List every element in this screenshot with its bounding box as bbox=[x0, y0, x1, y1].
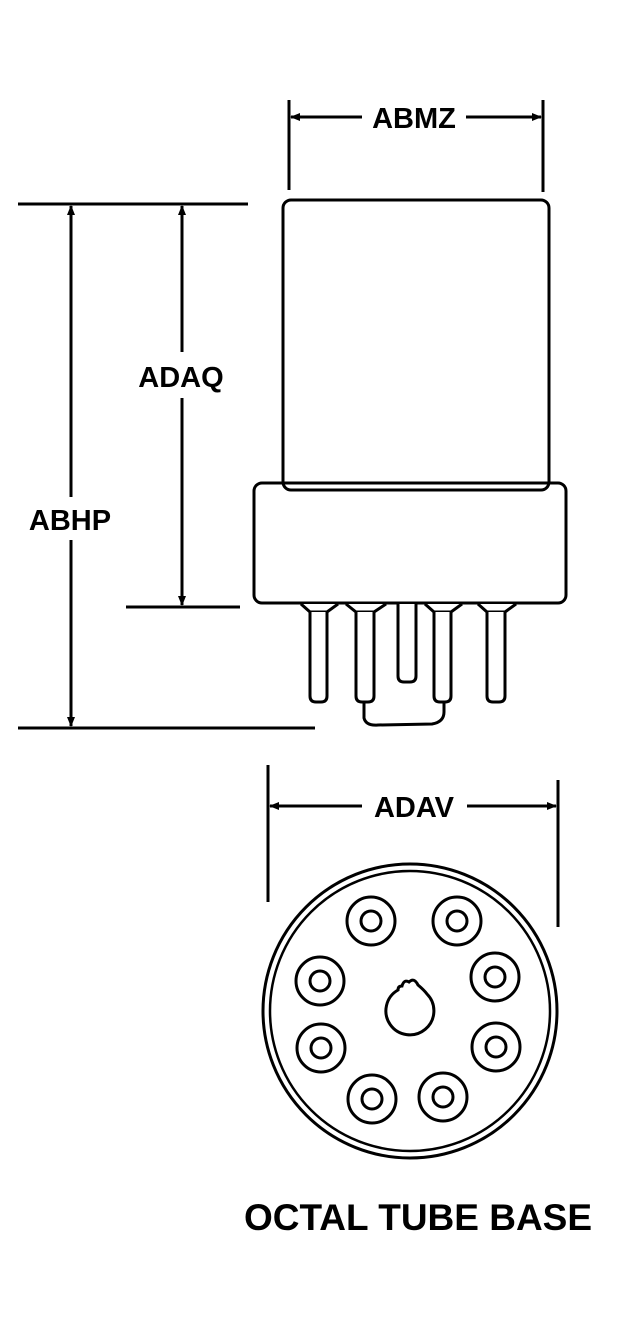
base-bottom-view bbox=[261, 862, 559, 1160]
dimension-adav: ADAV bbox=[266, 765, 560, 927]
pin-socket bbox=[417, 1071, 469, 1123]
center-key-post bbox=[396, 604, 418, 684]
pin-socket-outer bbox=[346, 1073, 398, 1125]
pin-socket-outer bbox=[470, 1021, 522, 1073]
tube-envelope bbox=[281, 198, 551, 492]
pin-4 bbox=[477, 602, 517, 704]
pin-lead-wire bbox=[362, 702, 446, 727]
pin-socket-inner bbox=[431, 1085, 455, 1109]
pin-socket bbox=[294, 955, 346, 1007]
pin-socket-inner bbox=[309, 1036, 333, 1060]
dimension-label-adav: ADAV bbox=[374, 792, 455, 824]
dimension-label-abmz: ABMZ bbox=[372, 103, 456, 135]
pin-socket-inner bbox=[308, 969, 332, 993]
pin-socket bbox=[469, 951, 521, 1003]
dimension-abhp: ABHP bbox=[29, 205, 111, 727]
pin-socket-outer bbox=[431, 895, 483, 947]
pin-2 bbox=[345, 602, 387, 704]
pin-3 bbox=[424, 602, 463, 704]
pin-socket-inner bbox=[445, 909, 469, 933]
dimension-abmz: ABMZ bbox=[287, 100, 545, 192]
pin-socket-inner bbox=[483, 965, 507, 989]
pin-socket-inner bbox=[360, 1087, 384, 1111]
pin-socket bbox=[346, 1073, 398, 1125]
base-outer-rim bbox=[261, 862, 559, 1160]
tube-base bbox=[252, 481, 568, 605]
dimension-label-abhp: ABHP bbox=[29, 505, 111, 537]
bottom-pins bbox=[294, 895, 522, 1125]
center-key bbox=[384, 978, 436, 1037]
pin-socket-outer bbox=[294, 955, 346, 1007]
base-inner-rim bbox=[268, 869, 552, 1153]
pin-socket bbox=[431, 895, 483, 947]
pin-socket bbox=[345, 895, 397, 947]
dimension-label-adaq: ADAQ bbox=[138, 362, 223, 394]
pin-socket bbox=[295, 1022, 347, 1074]
pin-socket-outer bbox=[417, 1071, 469, 1123]
dimension-adaq: ADAQ bbox=[138, 205, 224, 606]
diagram-caption: OCTAL TUBE BASE bbox=[244, 1197, 592, 1238]
pin-socket-outer bbox=[469, 951, 521, 1003]
pin-socket-outer bbox=[295, 1022, 347, 1074]
pin-socket-inner bbox=[484, 1035, 508, 1059]
pin-socket bbox=[470, 1021, 522, 1073]
pin-socket-inner bbox=[359, 909, 383, 933]
side-pins bbox=[300, 602, 517, 727]
pin-socket-outer bbox=[345, 895, 397, 947]
pin-1 bbox=[300, 602, 339, 704]
